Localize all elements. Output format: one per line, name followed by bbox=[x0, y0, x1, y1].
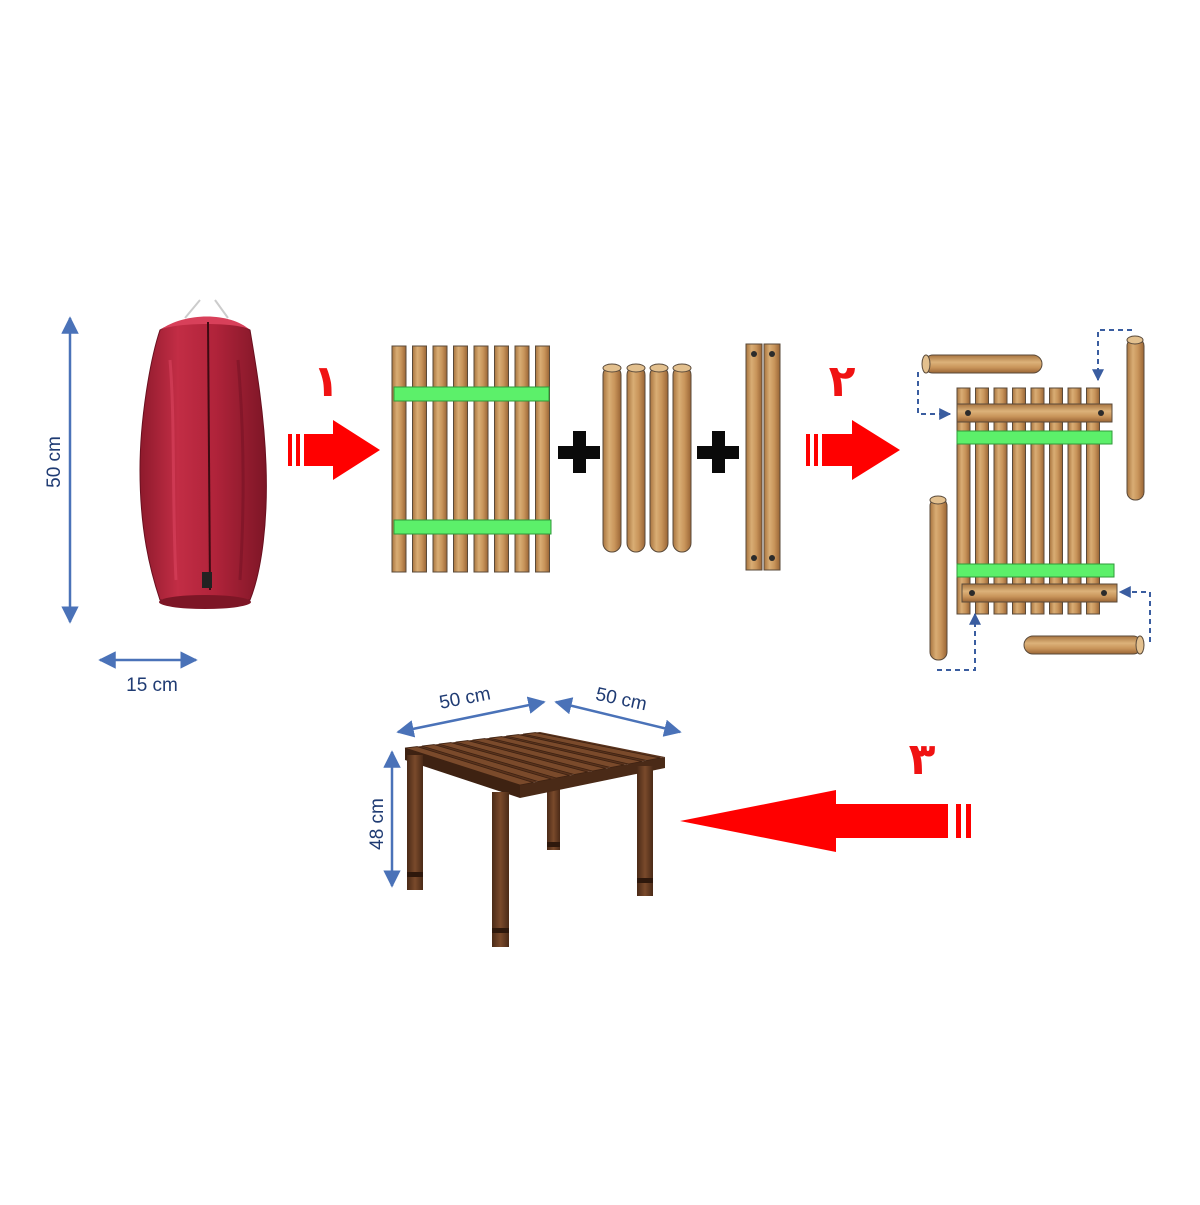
table-depth-label: 50 cm bbox=[594, 684, 649, 715]
table-top-slat bbox=[438, 742, 570, 779]
screw-hole bbox=[1101, 590, 1107, 596]
table-height-label: 48 cm bbox=[367, 798, 388, 850]
tabletop-slat-panel bbox=[391, 345, 552, 573]
leg-rod bbox=[602, 365, 622, 553]
carry-bag bbox=[139, 299, 267, 609]
screw-hole bbox=[1098, 410, 1104, 416]
step1-number: ١ bbox=[313, 356, 340, 407]
support-bar bbox=[745, 343, 763, 571]
leg-rod-end bbox=[1126, 335, 1144, 345]
slat bbox=[432, 345, 448, 573]
screw-hole bbox=[769, 555, 775, 561]
leg-rod bbox=[1126, 337, 1145, 501]
assembly-view bbox=[917, 329, 1151, 671]
table-top-slat bbox=[472, 738, 606, 772]
bag-height-label: 50 cm bbox=[44, 436, 65, 488]
screw-hole bbox=[769, 351, 775, 357]
support-bar bbox=[961, 583, 1118, 603]
strap bbox=[393, 519, 552, 535]
leg-rod-end bbox=[1135, 635, 1145, 655]
leg-rod bbox=[1023, 635, 1143, 655]
leg-rod-end bbox=[672, 363, 692, 373]
slat bbox=[453, 345, 468, 573]
screw-hole bbox=[751, 351, 757, 357]
slat bbox=[514, 345, 530, 573]
strap bbox=[393, 386, 550, 402]
support-bars-group bbox=[745, 343, 781, 571]
strap bbox=[956, 430, 1113, 445]
table-width-dimension-line bbox=[396, 696, 546, 738]
strap bbox=[956, 563, 1115, 578]
step3-number: ٣ bbox=[909, 734, 936, 785]
table-legs-group bbox=[602, 363, 692, 553]
screw-hole bbox=[969, 590, 975, 596]
finished-table bbox=[404, 732, 665, 947]
leg-rod bbox=[626, 365, 646, 553]
slat bbox=[473, 345, 489, 573]
leg-rod bbox=[672, 365, 692, 553]
slat bbox=[494, 345, 509, 573]
slat bbox=[535, 345, 550, 573]
plus-icon bbox=[697, 431, 739, 473]
bag-width-label: 15 cm bbox=[126, 675, 178, 696]
table-depth-dimension-line bbox=[554, 697, 682, 737]
table-top-slat bbox=[455, 740, 588, 775]
table-top-slat bbox=[404, 746, 534, 786]
step2-arrow bbox=[806, 420, 900, 480]
guide-arrow bbox=[917, 372, 952, 420]
step1-arrow bbox=[288, 420, 380, 480]
leg-rod-end bbox=[602, 363, 622, 373]
support-bar bbox=[763, 343, 781, 571]
leg-rod bbox=[929, 497, 948, 661]
guide-arrow bbox=[1092, 329, 1132, 382]
screw-hole bbox=[751, 555, 757, 561]
step2-number: ٢ bbox=[829, 356, 856, 407]
leg-rod bbox=[923, 354, 1043, 374]
step3-arrow bbox=[680, 790, 971, 852]
leg-rod-end bbox=[929, 495, 947, 505]
table-width-label: 50 cm bbox=[438, 683, 493, 713]
leg-rod-end bbox=[626, 363, 646, 373]
leg-rod bbox=[649, 365, 669, 553]
screw-hole bbox=[965, 410, 971, 416]
support-bar bbox=[956, 403, 1113, 423]
leg-rod-end bbox=[921, 354, 931, 374]
guide-arrow bbox=[937, 612, 981, 671]
slat bbox=[391, 345, 407, 573]
table-top-slat bbox=[421, 744, 552, 782]
slat bbox=[412, 345, 427, 573]
guide-arrow bbox=[1118, 586, 1151, 642]
plus-icon bbox=[558, 431, 600, 473]
leg-rod-end bbox=[649, 363, 669, 373]
